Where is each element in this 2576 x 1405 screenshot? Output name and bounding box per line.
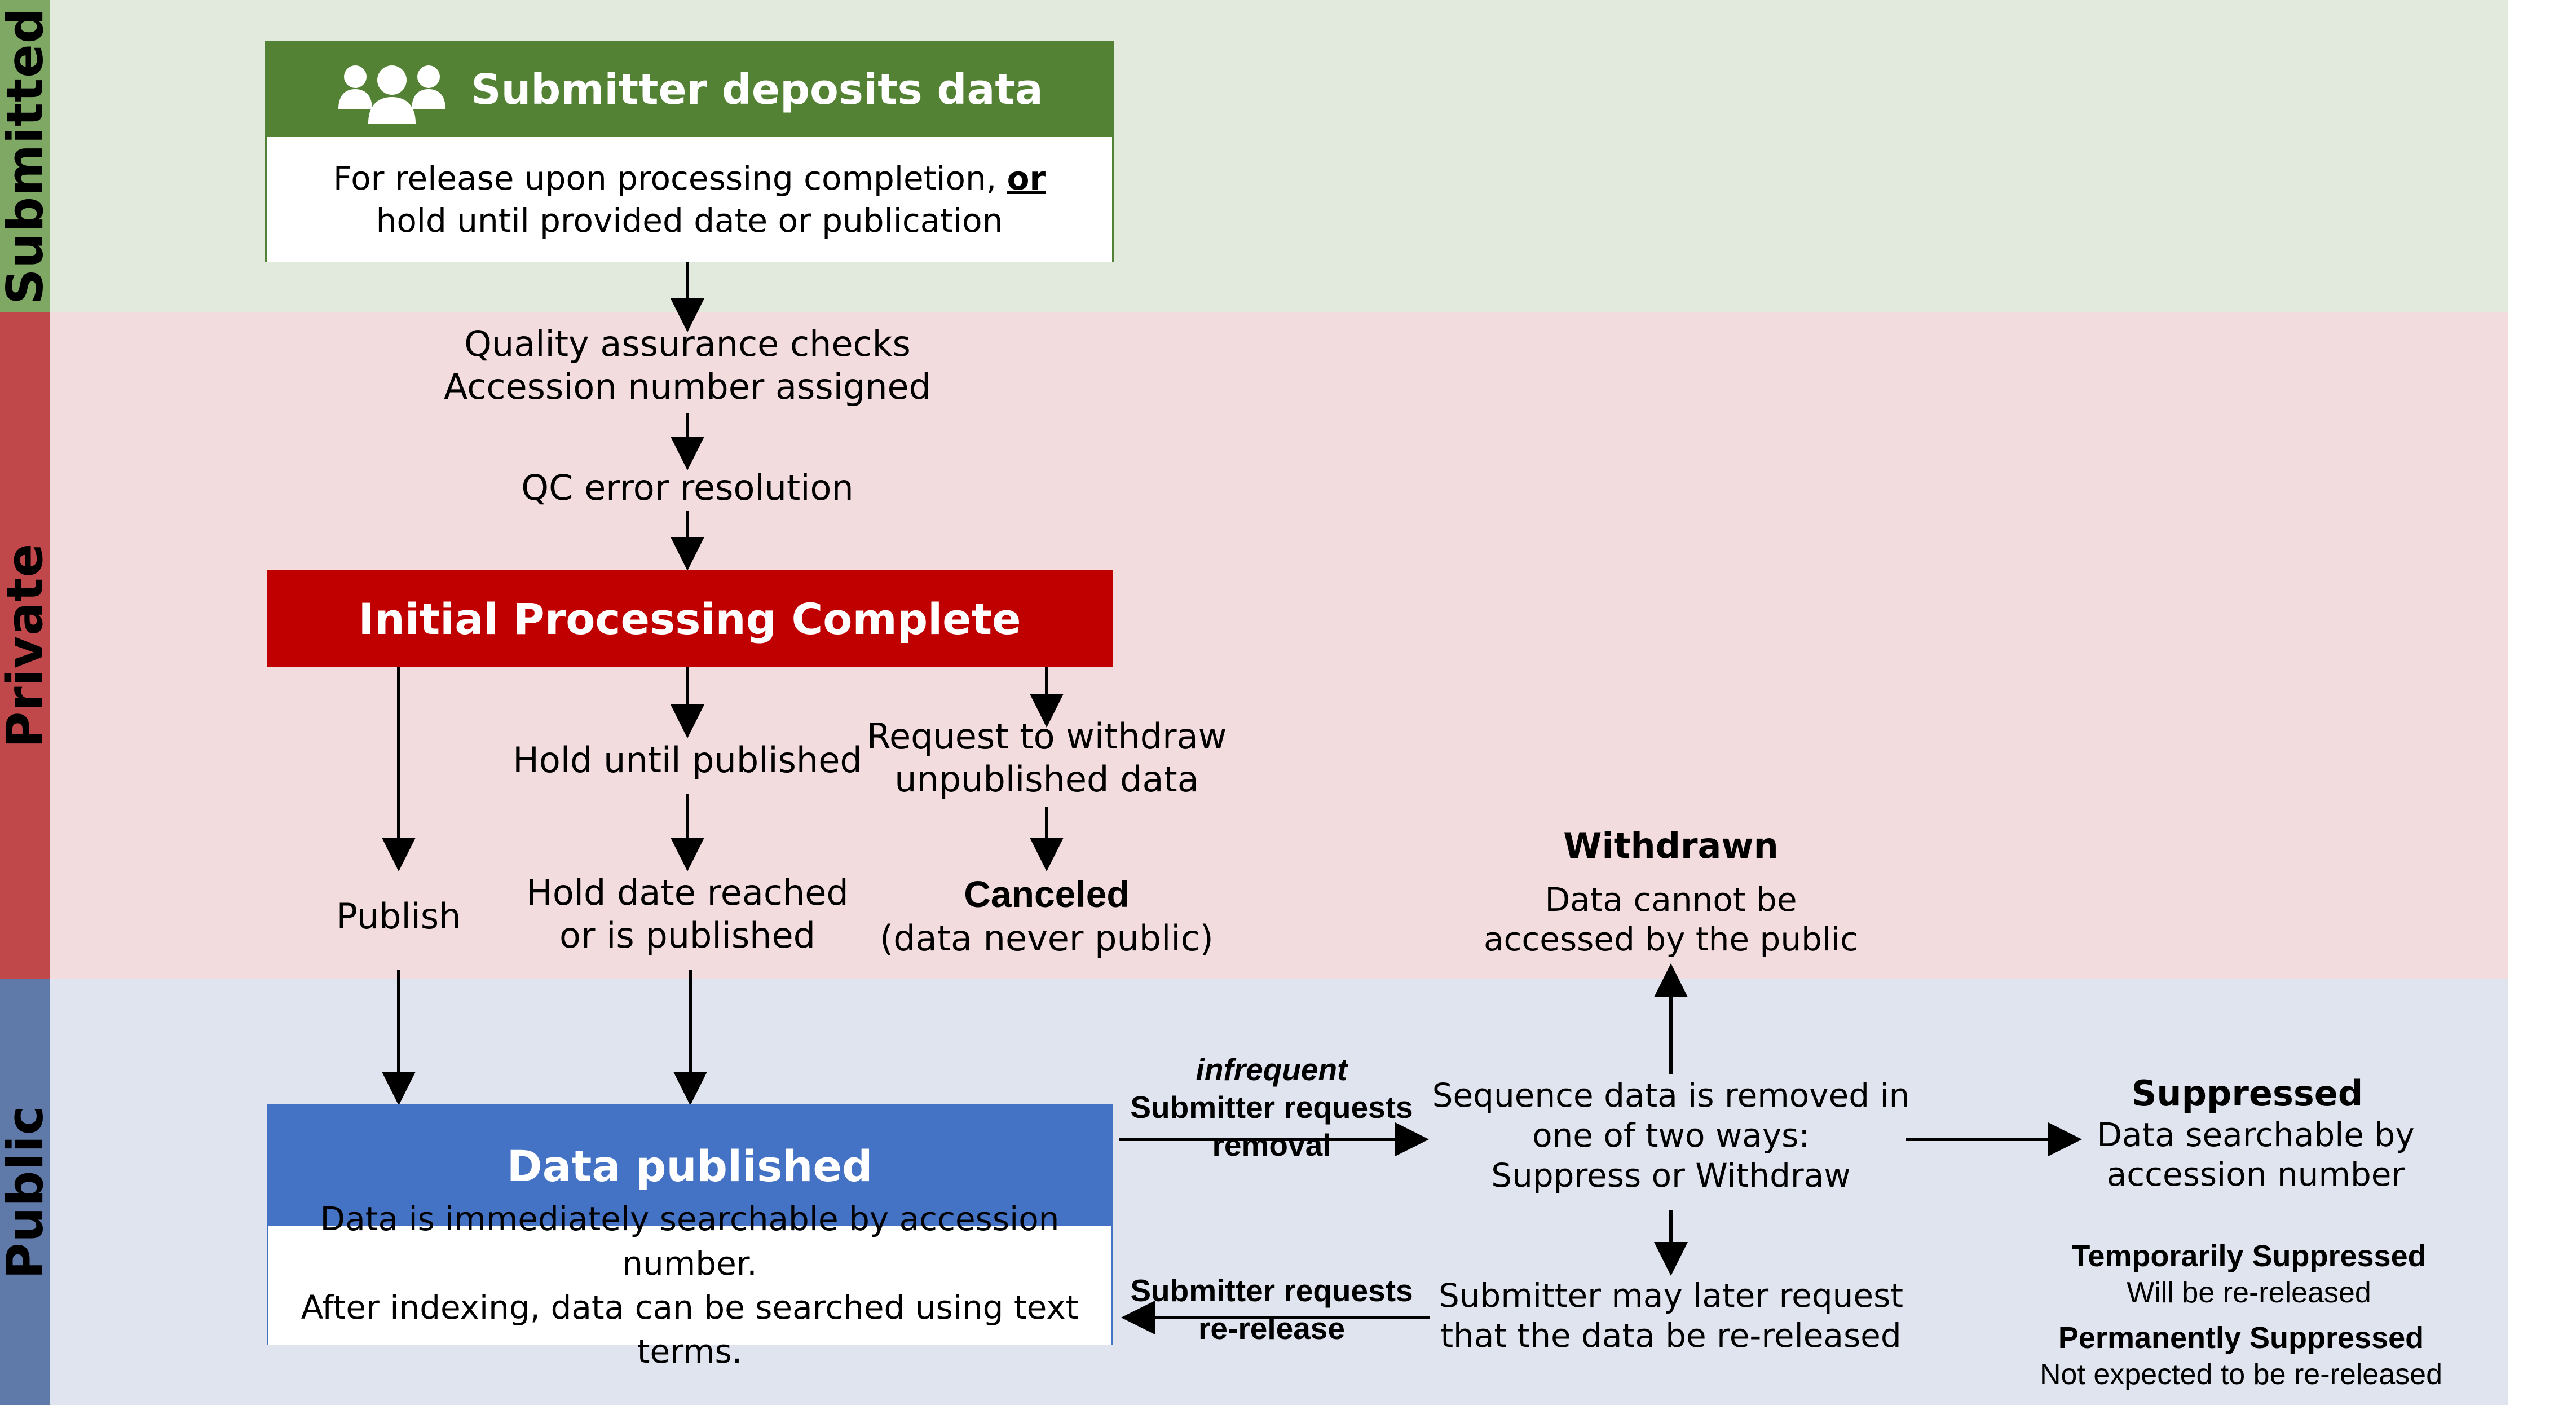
processing-box: Initial Processing Complete xyxy=(267,570,1113,667)
submitter-box-body: For release upon processing completion, … xyxy=(267,137,1112,262)
submitter-box-header: Submitter deposits data xyxy=(267,42,1112,137)
hold-date-text: Hold date reached or is published xyxy=(526,872,849,956)
withdrawn-title: Withdrawn xyxy=(1563,825,1779,866)
suppressed-text: Suppressed Data searchable by accession … xyxy=(2030,1072,2481,1195)
removal-qualifier: infrequent xyxy=(1196,1052,1348,1087)
removal-request-text: infrequent Submitter requests removal xyxy=(1100,1051,1444,1164)
submitted-lane-strip xyxy=(0,0,50,312)
published-box-title: Data published xyxy=(506,1140,873,1191)
removal-ways-text: Sequence data is removed in one of two w… xyxy=(1432,1076,1910,1195)
submitter-box-title: Submitter deposits data xyxy=(471,65,1043,114)
private-lane-strip xyxy=(0,312,50,979)
submitter-box: Submitter deposits data For release upon… xyxy=(265,41,1114,262)
canceled-subtitle: (data never public) xyxy=(880,917,1214,959)
published-box: Data published Data is immediately searc… xyxy=(267,1104,1113,1371)
publish-text: Publish xyxy=(336,896,461,937)
canceled-text: Canceled (data never public) xyxy=(849,871,1244,959)
temp-suppressed-text: Temporarily Suppressed Will be re-releas… xyxy=(2023,1238,2474,1311)
perm-suppressed-text: Permanently Suppressed Not expected to b… xyxy=(2015,1320,2467,1393)
submitter-box-line2: hold until provided date or publication xyxy=(376,201,1003,240)
public-lane-strip xyxy=(0,979,50,1405)
later-request-text: Submitter may later request that the dat… xyxy=(1438,1276,1904,1355)
qc-resolution-text: QC error resolution xyxy=(521,467,854,508)
published-box-body: Data is immediately searchable by access… xyxy=(268,1200,1111,1371)
submitter-box-line1: For release upon processing completion, … xyxy=(333,158,1046,197)
processing-box-title: Initial Processing Complete xyxy=(358,593,1021,644)
people-group-icon xyxy=(338,65,446,124)
suppressed-title: Suppressed xyxy=(2131,1073,2363,1114)
perm-suppressed-title: Permanently Suppressed xyxy=(2058,1321,2424,1355)
rerelease-request-text: Submitter requests re-release xyxy=(1130,1273,1413,1346)
published-box-header: Data published xyxy=(268,1106,1111,1226)
temp-suppressed-title: Temporarily Suppressed xyxy=(2071,1239,2427,1273)
withdrawn-text: Withdrawn Data cannot be accessed by the… xyxy=(1445,825,1896,959)
qa-checks-text: Quality assurance checks Accession numbe… xyxy=(443,323,932,407)
canceled-title: Canceled xyxy=(964,873,1130,915)
hold-until-published-text: Hold until published xyxy=(513,739,862,781)
submitter-box-or: or xyxy=(1007,158,1046,197)
withdraw-request-text: Request to withdraw unpublished data xyxy=(866,716,1227,800)
